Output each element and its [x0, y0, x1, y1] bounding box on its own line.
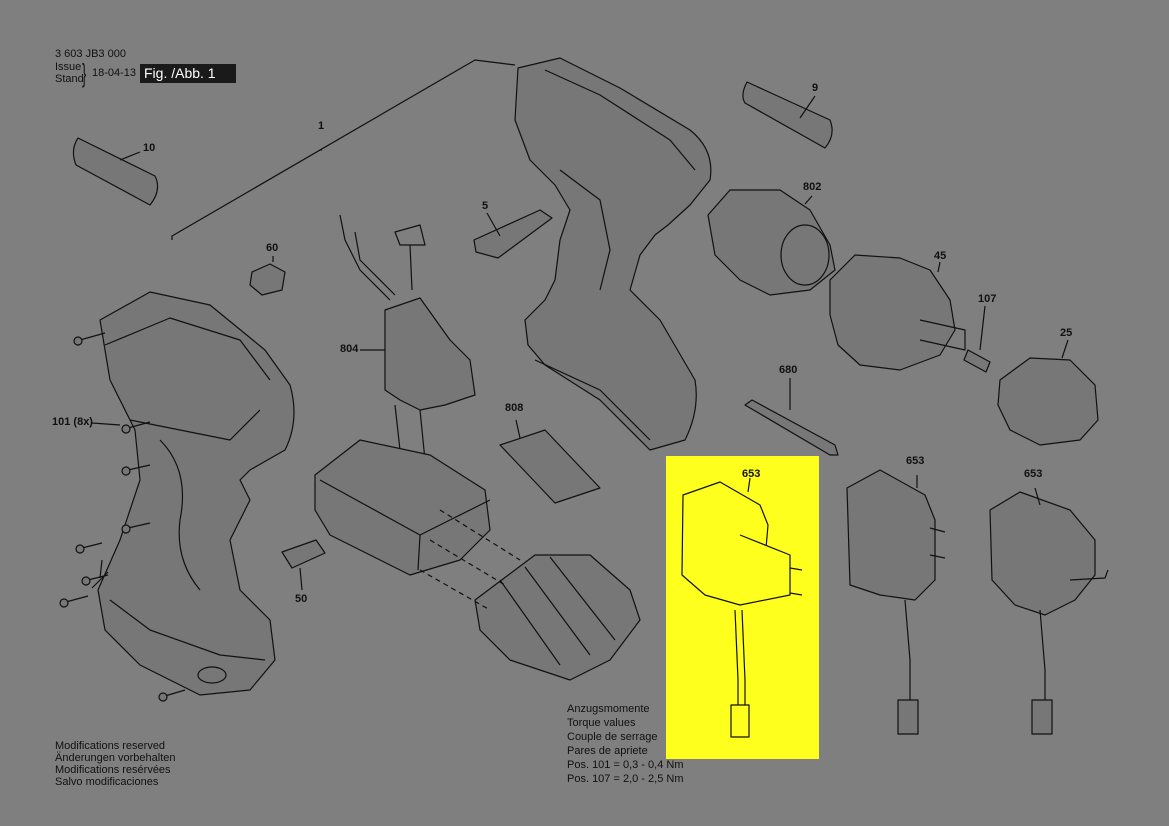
battery-holder	[314, 439, 491, 576]
motor-802	[707, 189, 836, 296]
part-5	[473, 209, 553, 259]
callout-653-uk: 653	[1024, 468, 1043, 480]
charger-us	[846, 469, 936, 601]
housing-left	[97, 291, 295, 696]
callout-45: 45	[934, 250, 947, 262]
torque-title-de: Anzugsmomente	[567, 703, 650, 715]
label-808	[499, 429, 601, 504]
callout-808: 808	[505, 402, 524, 414]
switch-804	[384, 297, 476, 411]
callout-680: 680	[779, 364, 798, 376]
callout-653-us: 653	[906, 455, 925, 467]
callout-25: 25	[1060, 327, 1073, 339]
callout-802: 802	[803, 181, 822, 193]
torque-pos-101: Pos. 101 = 0,3 - 0,4 Nm	[567, 759, 684, 771]
gearbox-45	[829, 254, 956, 371]
callout-50: 50	[295, 593, 308, 605]
strip-9	[742, 81, 833, 149]
callout-101: 101 (8x)	[52, 416, 93, 428]
modifications-en: Modifications reserved	[55, 740, 166, 752]
issue-label: Issue	[55, 61, 82, 73]
part-50	[281, 539, 326, 569]
stand-label: Stand	[55, 73, 84, 85]
doc-number: 3 603 JB3 000	[55, 48, 126, 60]
part-60	[249, 263, 286, 296]
strip-10	[72, 137, 159, 206]
chuck-25	[997, 357, 1099, 446]
modifications-de: Änderungen vorbehalten	[55, 752, 176, 764]
callout-1: 1	[318, 120, 325, 132]
torque-title-es: Pares de apriete	[567, 745, 648, 757]
callout-653-eu: 653	[742, 468, 761, 480]
callout-804: 804	[340, 343, 359, 355]
housing-right	[514, 57, 712, 451]
torque-pos-107: Pos. 107 = 2,0 - 2,5 Nm	[567, 773, 684, 785]
modifications-es: Salvo modificaciones	[55, 776, 159, 788]
charger-uk	[989, 491, 1096, 616]
modifications-fr: Modifications resérvées	[55, 764, 171, 776]
callout-107: 107	[978, 293, 997, 305]
screw-101	[79, 332, 106, 341]
torque-title-en: Torque values	[567, 717, 636, 729]
screw-107	[963, 349, 991, 373]
leader-1	[171, 59, 516, 240]
callout-60: 60	[266, 242, 279, 254]
torque-title-fr: Couple de serrage	[567, 731, 658, 743]
brace-symbol: }	[82, 58, 87, 88]
figure-label: Fig. /Abb. 1	[140, 64, 236, 83]
callout-5: 5	[482, 200, 489, 212]
callout-9: 9	[812, 82, 819, 94]
callout-10: 10	[143, 142, 156, 154]
battery-cells	[474, 554, 641, 681]
issue-date: 18-04-13	[92, 67, 137, 79]
bit-680	[744, 399, 839, 456]
